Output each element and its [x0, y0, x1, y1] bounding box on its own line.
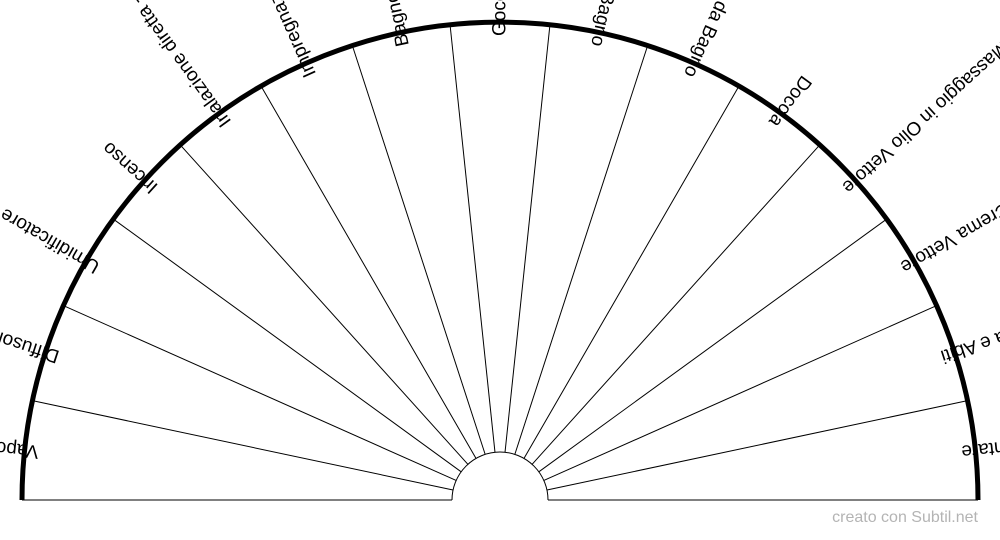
sector-label: Impregnazione del Ciondolo	[205, 0, 320, 80]
inner-hub-arc	[451, 451, 549, 501]
sector-divider	[63, 305, 457, 481]
sector-divider	[112, 218, 462, 473]
sector-divider	[449, 24, 496, 453]
sector-divider	[514, 45, 649, 455]
sector-divider	[504, 24, 551, 453]
sector-label: Massaggio in Olio Vettore	[838, 37, 1000, 197]
sector-divider	[538, 218, 888, 473]
outer-arc	[19, 19, 981, 501]
sector-label: Incenso	[99, 137, 163, 197]
sector-label: Gocce in Acqua	[490, 0, 511, 36]
sector-divider	[523, 85, 740, 459]
sector-divider	[32, 400, 454, 491]
sector-divider	[546, 400, 968, 491]
sector-divider	[351, 45, 486, 455]
sector-label: Inalazione diretta - su compressa o fazz…	[0, 0, 236, 131]
sector-divider	[543, 305, 937, 481]
sector-dividers	[32, 24, 968, 491]
sector-label: Profumazione Biancheria e Abiti	[938, 263, 1000, 366]
credit-text: creato con Subtil.net	[832, 509, 978, 526]
sector-label: Olio da Bagno	[679, 0, 747, 80]
sector-divider	[260, 85, 477, 459]
sector-divider	[531, 144, 821, 465]
sector-divider	[179, 144, 469, 465]
sector-label: Bagno	[382, 0, 414, 48]
sector-label: Umidificatore	[0, 203, 103, 277]
sector-label: Vaporizzatore	[0, 429, 40, 462]
sector-label: Cucina - Uso Alimentare	[960, 420, 1000, 462]
